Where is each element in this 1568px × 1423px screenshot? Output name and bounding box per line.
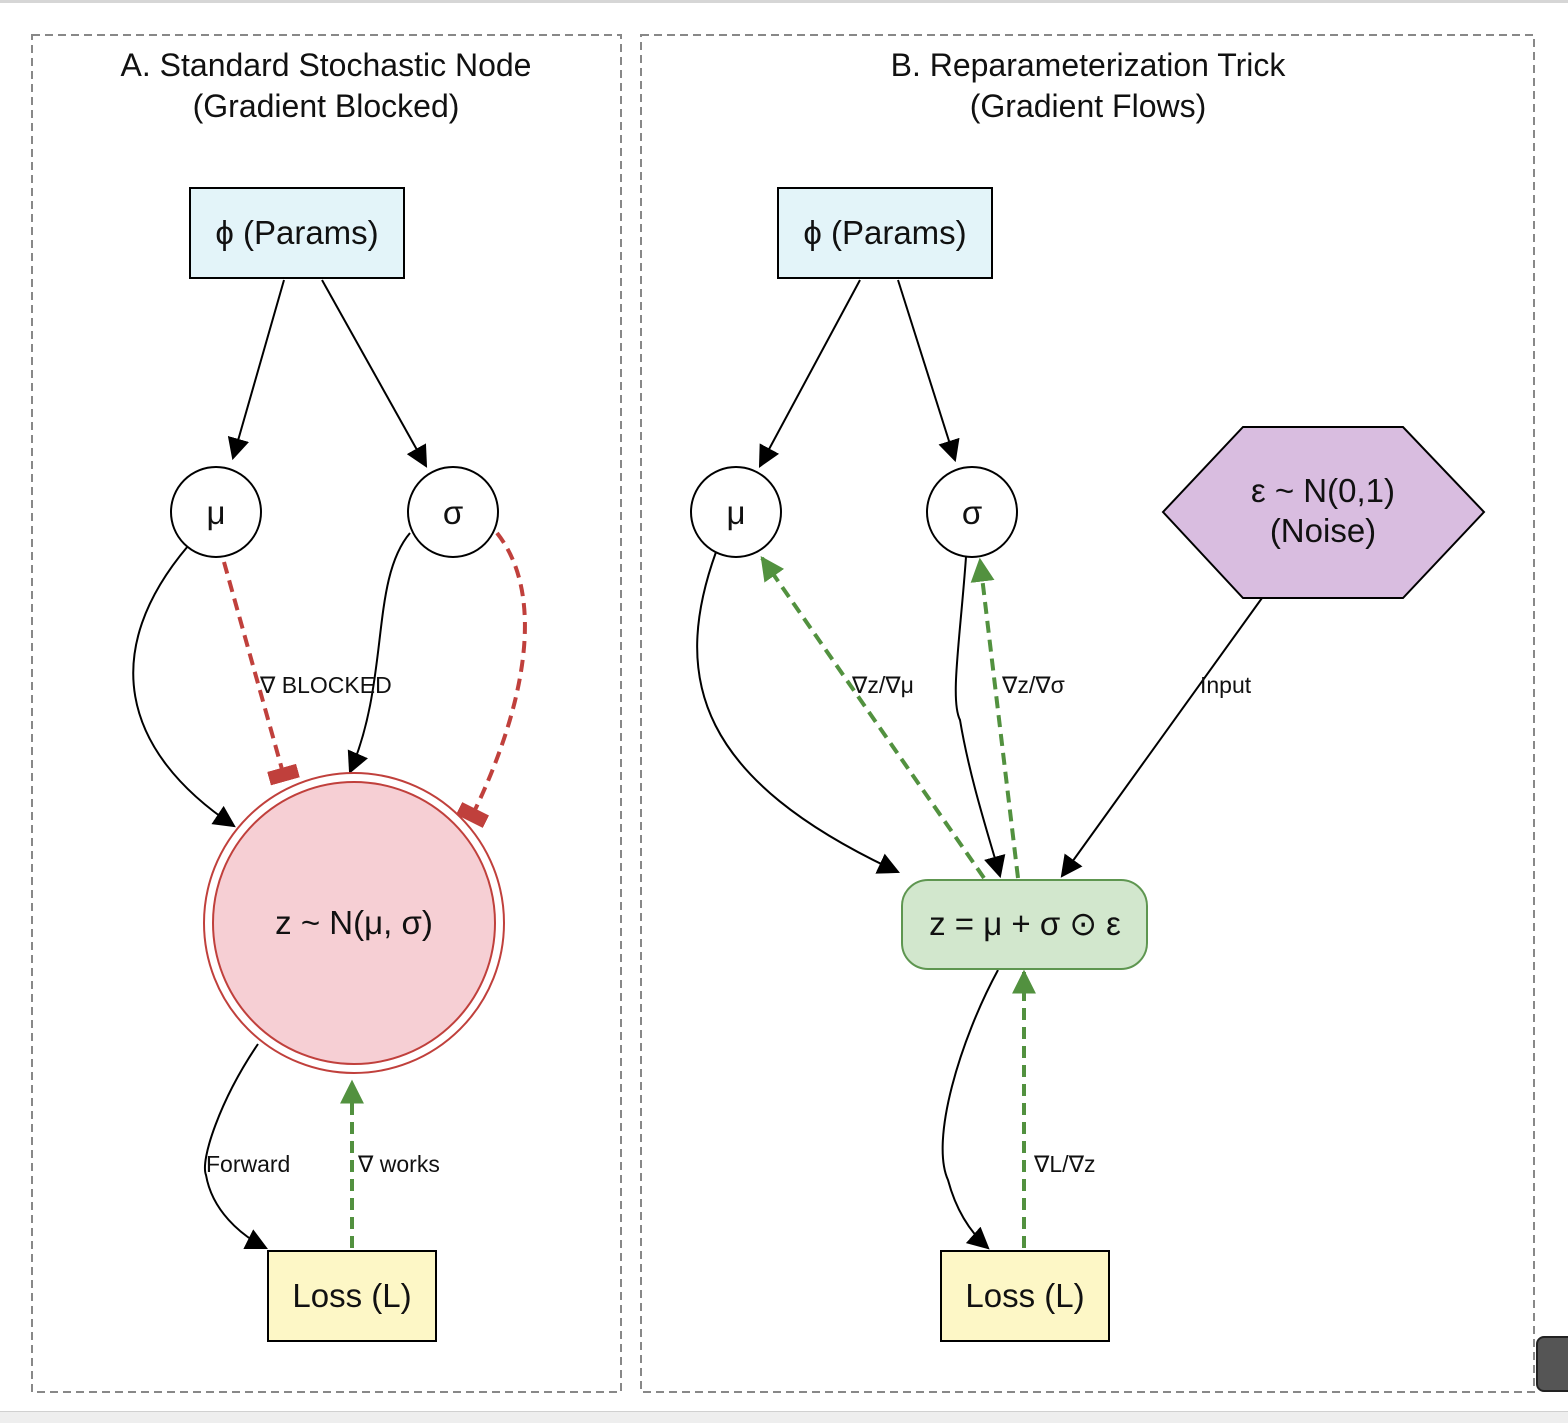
edge-b-grad-to-mu — [760, 556, 986, 880]
edge-label-blocked: ∇ BLOCKED — [259, 672, 392, 698]
scroll-to-top-button[interactable] — [1536, 1336, 1568, 1392]
node-a-mu-label: μ — [206, 494, 225, 531]
node-b-loss — [940, 1250, 1110, 1342]
edge-a-params-to-mu — [227, 279, 285, 461]
edge-b-noise-to-z — [1060, 597, 1263, 878]
edge-b-sigma-to-z — [954, 556, 1006, 879]
node-a-mu — [170, 466, 262, 558]
node-b-mu-label: μ — [726, 494, 745, 531]
node-b-sigma-label: σ — [962, 494, 982, 531]
node-b-z-label: z = μ + σ ⊙ ε — [929, 905, 1121, 942]
edge-label-dz-dsigma: ∇z/∇σ — [1001, 672, 1065, 698]
node-a-params — [189, 187, 405, 279]
node-a-sigma-label: σ — [443, 494, 463, 531]
node-b-params — [777, 187, 993, 279]
node-b-noise — [1161, 426, 1486, 599]
panel-a-title: A. Standard Stochastic Node — [121, 47, 532, 83]
edge-label-dz-dmu: ∇z/∇μ — [851, 672, 914, 698]
node-b-sigma — [926, 466, 1018, 558]
panel-a-subtitle: (Gradient Blocked) — [193, 88, 460, 124]
edge-a-z-to-loss — [204, 1043, 268, 1249]
node-a-z-outer — [203, 772, 505, 1074]
panel-a: A. Standard Stochastic Node (Gradient Bl… — [31, 34, 622, 1393]
node-b-z — [901, 879, 1148, 970]
window-bottom-edge — [0, 1411, 1568, 1423]
node-b-noise-label: ε ~ N(0,1) — [1251, 472, 1395, 509]
panel-b-border — [640, 34, 1535, 1393]
edge-a-blocked-sigma — [455, 531, 527, 828]
panel-b-subtitle: (Gradient Flows) — [970, 88, 1207, 124]
node-a-z — [212, 781, 496, 1065]
panel-a-border — [31, 34, 622, 1393]
node-a-loss — [267, 1250, 437, 1342]
window-top-edge — [0, 0, 1568, 3]
panel-b-title: B. Reparameterization Trick — [891, 47, 1287, 83]
edge-b-mu-to-z — [696, 551, 900, 874]
node-a-sigma — [407, 466, 499, 558]
edge-a-blocked-mu — [222, 561, 300, 786]
node-b-mu — [690, 466, 782, 558]
node-b-noise-sublabel: (Noise) — [1270, 512, 1376, 549]
edge-b-grad-to-sigma — [970, 557, 1020, 879]
edge-b-z-to-loss — [941, 969, 999, 1250]
panel-b: B. Reparameterization Trick (Gradient Fl… — [640, 34, 1535, 1393]
node-a-loss-label: Loss (L) — [292, 1277, 411, 1314]
edge-b-params-to-sigma — [897, 279, 960, 463]
edge-label-dl-dz: ∇L/∇z — [1033, 1151, 1095, 1177]
edge-a-mu-to-z — [132, 545, 236, 828]
edge-label-forward: Forward — [206, 1151, 290, 1177]
node-a-params-label: ϕ (Params) — [215, 214, 378, 251]
edge-label-grad-works: ∇ works — [357, 1151, 440, 1177]
edge-b-params-to-mu — [758, 279, 861, 468]
node-a-z-label: z ~ N(μ, σ) — [275, 904, 433, 941]
node-b-params-label: ϕ (Params) — [803, 214, 966, 251]
node-b-loss-label: Loss (L) — [965, 1277, 1084, 1314]
edge-a-params-to-sigma — [321, 279, 428, 468]
edge-label-input: Input — [1200, 672, 1252, 698]
edge-a-sigma-to-z — [347, 532, 411, 775]
